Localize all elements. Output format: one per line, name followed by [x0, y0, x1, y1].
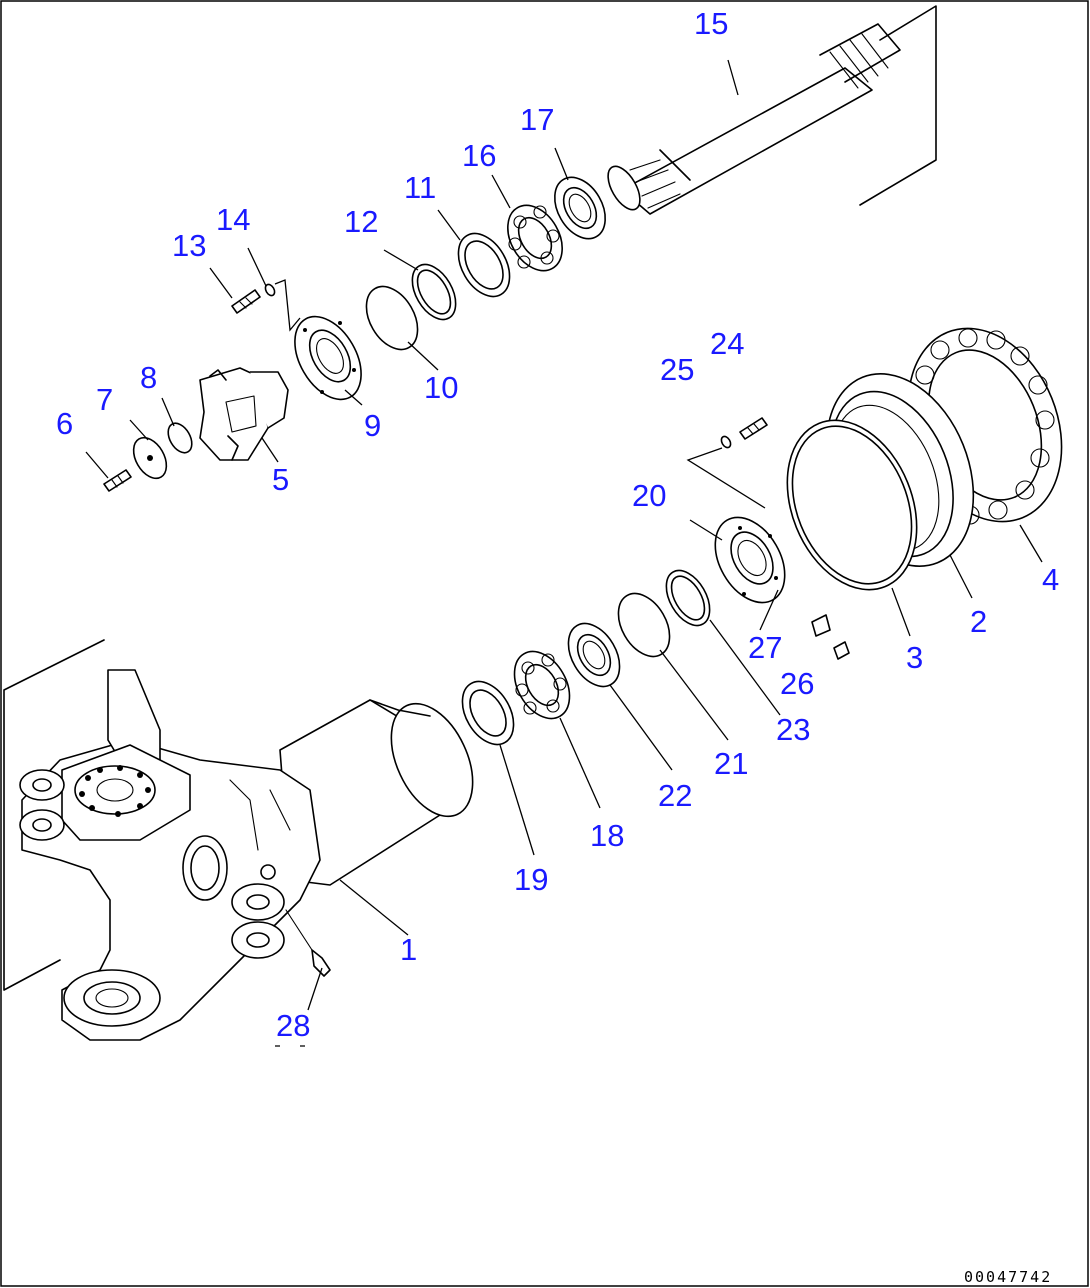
callout-1: 1	[400, 932, 417, 967]
part-21-o-ring	[617, 592, 671, 658]
callout-6: 6	[56, 406, 73, 441]
callout-8: 8	[140, 360, 157, 395]
callout-20: 20	[632, 478, 666, 513]
drawing-reference-code: 00047742	[964, 1268, 1052, 1286]
callout-18: 18	[590, 818, 624, 853]
part-16-roller-bearing	[507, 204, 563, 272]
callout-23: 23	[776, 712, 810, 747]
callout-17: 17	[520, 102, 554, 137]
part-23-ring	[665, 569, 711, 627]
leader-lines	[85, 59, 1043, 1047]
part-22-bearing	[567, 622, 621, 688]
part-8-o-ring	[167, 422, 193, 454]
callout-2: 2	[970, 604, 987, 639]
part-5-yoke	[199, 367, 289, 461]
part-11-ring	[457, 232, 511, 298]
callout-22: 22	[658, 778, 692, 813]
part-27-plug	[811, 614, 831, 637]
part-1-axle-housing	[3, 639, 474, 1041]
part-19-ring	[461, 680, 515, 746]
callout-3: 3	[906, 640, 923, 675]
callout-21: 21	[714, 746, 748, 781]
part-3-shim-ring	[786, 419, 918, 591]
part-20-seal-carrier	[714, 516, 786, 604]
callout-16: 16	[462, 138, 496, 173]
part-13-bolt	[231, 289, 261, 314]
callout-27: 27	[748, 630, 782, 665]
part-18-roller-bearing	[513, 650, 571, 720]
part-25-washer	[720, 435, 732, 449]
part-axle-shaft	[607, 5, 937, 215]
callout-26: 26	[780, 666, 814, 701]
callout-24: 24	[710, 326, 744, 361]
part-24-bolt	[739, 417, 768, 440]
part-7-washer	[132, 436, 168, 480]
callout-5: 5	[272, 462, 289, 497]
callout-11: 11	[404, 170, 436, 205]
callout-7: 7	[96, 382, 113, 417]
callout-labels: 1 2 3 4 5 6 7 8 9 10 11 12 13 14 15 16 1…	[56, 6, 1059, 1043]
callout-10: 10	[424, 370, 458, 405]
callout-28: 28	[276, 1008, 310, 1043]
part-12-ring	[411, 263, 457, 321]
callout-9: 9	[364, 408, 381, 443]
part-6-bolt	[103, 469, 132, 492]
callout-12: 12	[344, 204, 378, 239]
part-17-bearing	[553, 176, 607, 240]
part-10-o-ring	[365, 285, 419, 351]
callout-19: 19	[514, 862, 548, 897]
callout-13: 13	[172, 228, 206, 263]
part-9-seal-carrier	[294, 315, 362, 401]
callout-25: 25	[660, 352, 694, 387]
callout-4: 4	[1042, 562, 1059, 597]
callout-14: 14	[216, 202, 250, 237]
callout-15: 15	[694, 6, 728, 41]
part-14-washer	[264, 283, 276, 297]
part-26-plug	[833, 641, 850, 660]
